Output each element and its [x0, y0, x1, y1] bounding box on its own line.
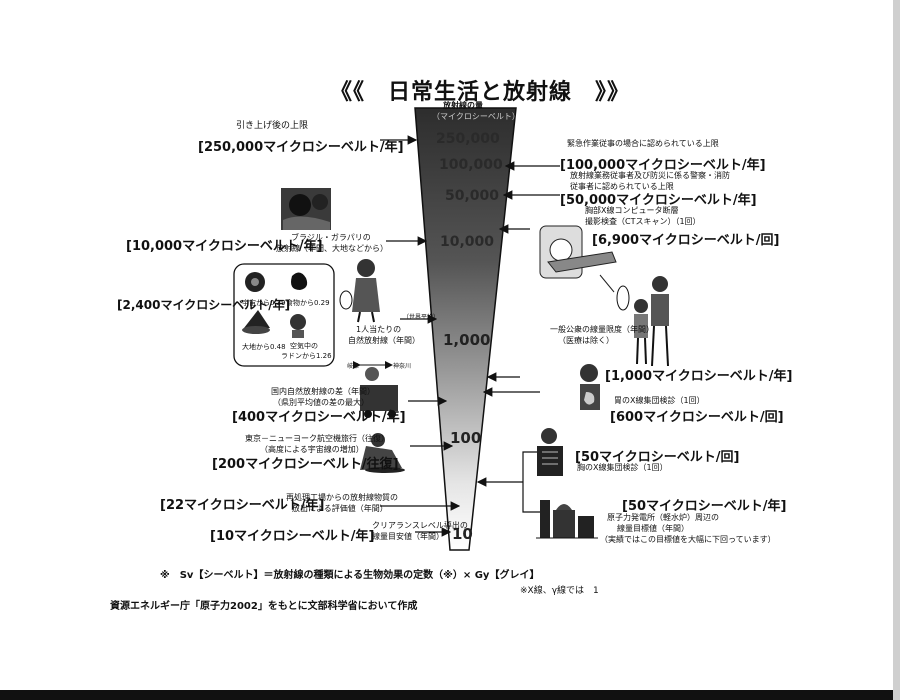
upper-limit-caption: 引き上げ後の上限 [236, 121, 309, 131]
npp-caption-2: 線量目標値（年間） [617, 524, 689, 533]
flight-caption-1: 東京－ニューヨーク航空機旅行（往復） [245, 434, 389, 443]
worker-caption-2: 従事者に認められている上限 [570, 182, 674, 191]
gifu-label: 岐阜 [347, 363, 360, 370]
brazil-caption-1: ブラジル・ガラパリの [291, 233, 371, 242]
reprocess-caption-1: 再処理工場からの放射線物質の [286, 493, 398, 502]
tick-10000: 10,000 [440, 234, 495, 250]
scan-bottom-edge [0, 690, 900, 700]
natural-caption-1: 1人当たりの [356, 325, 402, 334]
npp-caption-3: （実績ではこの目標値を大幅に下回っています） [600, 535, 776, 544]
clearance-value: [10マイクロシーベルト/年] [210, 529, 375, 544]
natural-sources-inset [233, 263, 335, 367]
tick-250000: 250,000 [436, 131, 500, 147]
ct-caption-2: 撮影検査（CTスキャン）（1回） [585, 217, 701, 226]
inset-food: 食物から0.29 [286, 299, 330, 307]
radon-person-icon [290, 314, 306, 330]
upper-limit-value: [250,000マイクロシーベルト/年] [198, 140, 404, 155]
source-note: 資源エネルギー庁「原子力2002」をもとに文部科学省において作成 [110, 601, 418, 612]
public-caption-1: 一般公衆の線量限度（年間） [550, 325, 654, 334]
clearance-caption-1: クリアランスレベル導出の [372, 521, 468, 530]
axis-unit: （マイクロシーベルト） [432, 112, 520, 121]
ct-value: [6,900マイクロシーベルト/回] [592, 233, 780, 248]
world-average: （世界平均） [403, 314, 440, 321]
inset-radon-2: ラドンから1.26 [281, 352, 332, 360]
reprocess-value: [22マイクロシーベルト/年] [160, 498, 325, 513]
stomach-value: [600マイクロシーベルト/回] [610, 410, 784, 425]
reprocess-caption-2: 放出による評価値（年間） [292, 504, 388, 513]
natural-caption-2: 自然放射線（年間） [348, 336, 420, 345]
emergency-caption: 緊急作業従事の場合に認められている上限 [567, 139, 719, 148]
worker-caption-1: 放射線業務従事者及び防災に係る警察・消防 [570, 171, 730, 180]
public-value: [1,000マイクロシーベルト/年] [605, 369, 793, 384]
flight-caption-2: （高度による宇宙線の増加） [260, 445, 364, 454]
brazil-value: [10,000マイクロシーベルト/年] [126, 239, 323, 254]
kanagawa-label: 神奈川 [393, 363, 412, 370]
scan-right-edge [893, 0, 900, 700]
npp-value: [50マイクロシーベルト/年] [622, 499, 787, 514]
natural-value: [2,400マイクロシーベルト/年] [117, 298, 291, 312]
earth-icon [244, 310, 270, 328]
emergency-value: [100,000マイクロシーベルト/年] [560, 158, 766, 173]
food-icon [291, 272, 308, 290]
inset-earth: 大地から0.48 [242, 343, 286, 351]
stomach-caption: 胃のX線集団検診（1回） [614, 396, 705, 405]
chest-value: [50マイクロシーベルト/回] [575, 450, 740, 465]
chest-caption: 胸のX線集団検診（1回） [577, 463, 668, 472]
tick-50000: 50,000 [445, 188, 500, 204]
inset-radon-1: 空気中の [290, 342, 318, 350]
footnote-sievert: ※ Sv【シーベルト】＝放射線の種類による生物効果の定数（※）× Gy【グレイ】 [160, 570, 540, 581]
axis-label: 放射線の量 [443, 101, 483, 110]
inset-cosmic: 宇宙から0.39 [242, 299, 286, 307]
prefecture-caption-1: 国内自然放射線の差（年間） [271, 387, 375, 396]
tick-100: 100 [450, 429, 482, 447]
tick-1000: 1,000 [443, 331, 491, 349]
footnote-xray: ※X線、γ線では 1 [520, 586, 599, 596]
flight-value: [200マイクロシーベルト/往復] [212, 457, 399, 472]
worker-value: [50,000マイクロシーベルト/年] [560, 193, 757, 208]
tick-10: 10 [452, 525, 473, 543]
clearance-caption-2: 線量目安値（年間） [372, 532, 444, 541]
ct-caption-1: 胸部X線コンピュータ断層 [585, 206, 679, 215]
npp-caption-1: 原子力発電所（軽水炉）周辺の [607, 513, 719, 522]
public-caption-2: （医療は除く） [558, 336, 614, 345]
brazil-caption-2: 放射線（年間、大地などから） [276, 244, 388, 253]
page-title: 《《 日常生活と放射線 》》 [330, 80, 631, 105]
prefecture-value: [400マイクロシーベルト/年] [232, 410, 406, 425]
tick-100000: 100,000 [439, 157, 503, 173]
prefecture-caption-2: （県別平均値の差の最大） [273, 398, 369, 407]
